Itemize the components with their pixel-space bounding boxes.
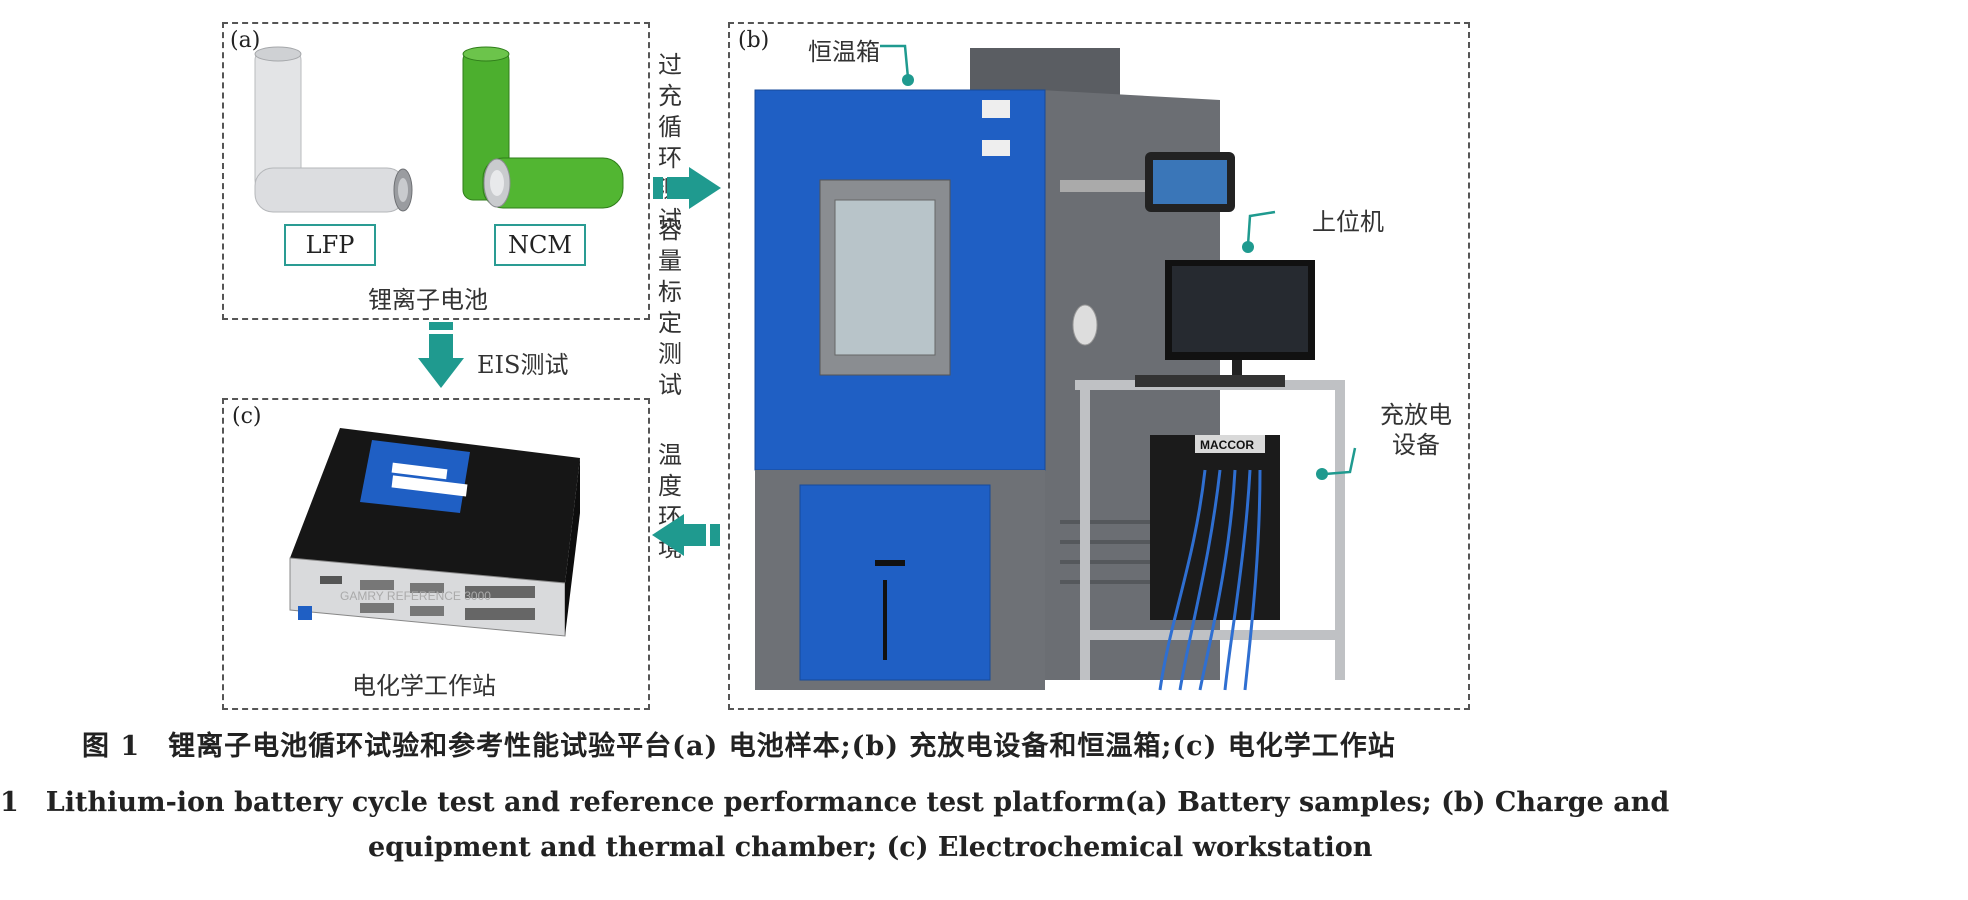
right-arrow-icon — [653, 167, 721, 209]
lfp-tag: LFP — [284, 224, 376, 266]
panel-c-caption: 电化学工作站 — [352, 672, 496, 700]
panel-b-label: (b) — [738, 28, 770, 53]
panel-a-label: (a) — [230, 28, 261, 53]
panel-a — [222, 22, 650, 320]
panel-a-caption: 锂离子电池 — [368, 286, 488, 314]
ncm-tag: NCM — [494, 224, 586, 266]
cycler-brand-text: MACCOR — [1200, 438, 1254, 452]
panel-b — [728, 22, 1470, 710]
figure-caption-cn: 图 1 锂离子电池循环试验和参考性能试验平台(a) 电池样本;(b) 充放电设备… — [82, 731, 1396, 762]
workstation-brand-text: GAMRY REFERENCE 3000 — [340, 589, 491, 603]
capacity-calibration-test-label: 容量 标定 测试 — [658, 216, 682, 399]
lfp-battery-illustration — [254, 46, 413, 213]
charge-discharge-equipment-label: 充放电 设备 — [1380, 401, 1452, 459]
ncm-battery-illustration — [462, 46, 624, 209]
thermal-chamber-label: 恒温箱 — [808, 38, 880, 66]
electrochemical-workstation-illustration: GAMRY REFERENCE 3000 — [289, 428, 580, 637]
figure-caption-en-line1: 1 Lithium-ion battery cycle test and ref… — [0, 787, 1670, 818]
eis-test-label: EIS测试 — [477, 351, 569, 379]
host-computer-label: 上位机 — [1312, 208, 1384, 236]
panel-c — [222, 398, 650, 710]
down-arrow-icon — [418, 322, 464, 388]
panel-c-label: (c) — [232, 404, 262, 429]
figure-caption-en-line2: equipment and thermal chamber; (c) Elect… — [368, 832, 1373, 863]
left-arrow-icon — [652, 514, 720, 556]
thermal-chamber-setup-illustration: MACCOR — [754, 44, 1357, 691]
